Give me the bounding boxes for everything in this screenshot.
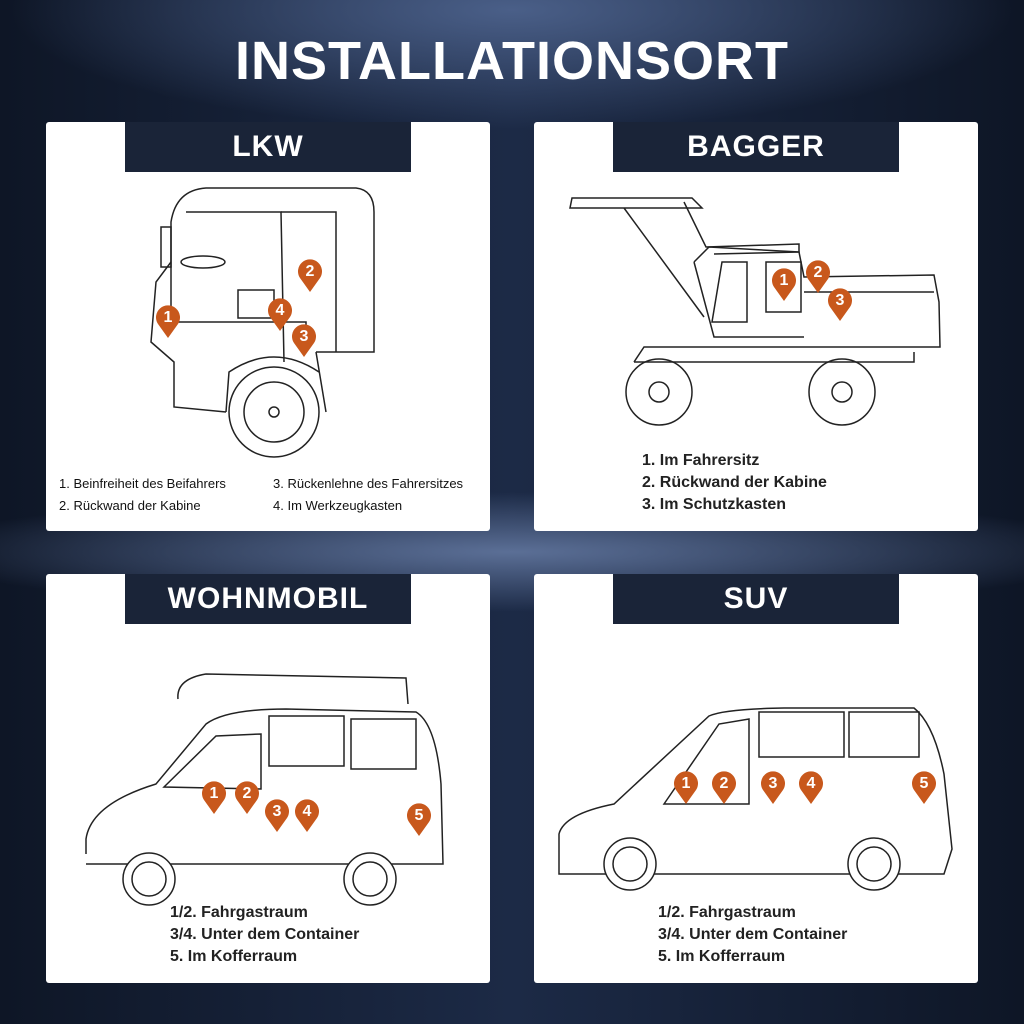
location-pin-2: 2 bbox=[805, 259, 831, 293]
legend-item: 2. Rückwand der Kabine bbox=[642, 474, 827, 491]
legend: 1/2. Fahrgastraum 3/4. Unter dem Contain… bbox=[658, 902, 847, 968]
location-pin-4: 4 bbox=[267, 297, 293, 331]
location-pin-3: 3 bbox=[291, 323, 317, 357]
legend-item: 5. Im Kofferraum bbox=[658, 948, 786, 965]
legend-left: 1. Beinfreiheit des Beifahrers 2. Rückwa… bbox=[59, 473, 226, 517]
location-pin-2: 2 bbox=[234, 780, 260, 814]
legend-item: 3/4. Unter dem Container bbox=[658, 926, 848, 943]
legend-item: 3. Im Schutzkasten bbox=[642, 496, 787, 513]
panel-suv: SUV 1 2 3 4 5 1/2. Fahrgastraum 3/4. Unt… bbox=[534, 574, 978, 983]
location-pin-1: 1 bbox=[155, 304, 181, 338]
legend-item: 5. Im Kofferraum bbox=[170, 948, 298, 965]
panel-title: BAGGER bbox=[613, 122, 899, 172]
location-pin-5: 5 bbox=[406, 802, 432, 836]
location-pin-1: 1 bbox=[771, 267, 797, 301]
page-title: INSTALLATIONSORT bbox=[235, 31, 789, 91]
location-pin-2: 2 bbox=[297, 258, 323, 292]
panel-title: SUV bbox=[613, 574, 899, 624]
location-pin-5: 5 bbox=[911, 770, 937, 804]
location-pin-2: 2 bbox=[711, 770, 737, 804]
panel-title: LKW bbox=[125, 122, 411, 172]
location-pin-1: 1 bbox=[673, 770, 699, 804]
location-pin-4: 4 bbox=[798, 770, 824, 804]
panel-bagger: BAGGER 1 2 3 1. Im Fahrersitz 2. Rückwan… bbox=[534, 122, 978, 531]
legend-item: 3/4. Unter dem Container bbox=[170, 926, 360, 943]
legend-item: 4. Im Werkzeugkasten bbox=[273, 498, 403, 513]
legend-item: 2. Rückwand der Kabine bbox=[59, 498, 201, 513]
panel-lkw: LKW 1 2 3 4 1. Beinfreiheit des Beifahre… bbox=[46, 122, 490, 531]
excavator-illustration bbox=[569, 197, 941, 426]
legend-item: 3. Rückenlehne des Fahrersitzes bbox=[273, 476, 464, 491]
location-pin-3: 3 bbox=[264, 798, 290, 832]
location-pin-4: 4 bbox=[294, 798, 320, 832]
legend-item: 1. Beinfreiheit des Beifahrers bbox=[59, 476, 226, 491]
legend-item: 1/2. Fahrgastraum bbox=[658, 904, 796, 921]
van-illustration bbox=[85, 673, 444, 906]
truck-illustration bbox=[150, 187, 375, 458]
legend-right: 3. Rückenlehne des Fahrersitzes 4. Im We… bbox=[273, 473, 463, 517]
suv-illustration bbox=[558, 707, 953, 891]
legend: 1. Im Fahrersitz 2. Rückwand der Kabine … bbox=[642, 450, 827, 516]
legend: 1/2. Fahrgastraum 3/4. Unter dem Contain… bbox=[170, 902, 359, 968]
panel-wohnmobil: WOHNMOBIL 1 2 3 4 5 1/2. Fahrgastraum 3/… bbox=[46, 574, 490, 983]
location-pin-3: 3 bbox=[827, 287, 853, 321]
panel-title: WOHNMOBIL bbox=[125, 574, 411, 624]
legend-item: 1/2. Fahrgastraum bbox=[170, 904, 308, 921]
legend-item: 1. Im Fahrersitz bbox=[642, 452, 760, 469]
location-pin-3: 3 bbox=[760, 770, 786, 804]
location-pin-1: 1 bbox=[201, 780, 227, 814]
